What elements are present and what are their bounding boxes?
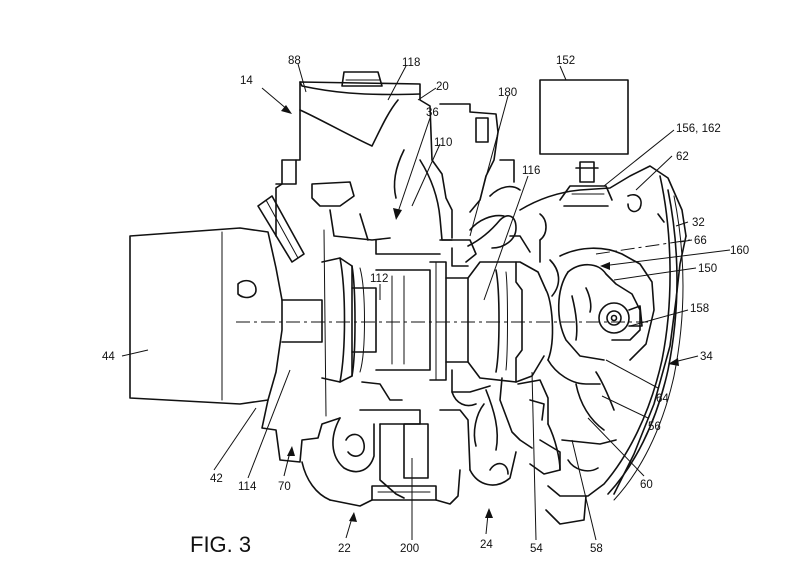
reference-labels: 14 88 118 20 36 110 180 152 156, 162 62 … xyxy=(102,55,749,555)
label-200: 200 xyxy=(400,543,419,555)
compressor-inlet xyxy=(129,195,305,405)
label-160: 160 xyxy=(730,245,749,257)
label-156-162: 156, 162 xyxy=(676,123,721,135)
figure-caption: FIG. 3 xyxy=(190,532,251,557)
turbine-housing xyxy=(519,165,687,525)
label-34: 34 xyxy=(700,351,713,363)
label-60: 60 xyxy=(640,479,653,491)
label-66: 66 xyxy=(694,235,707,247)
label-54: 54 xyxy=(530,543,543,555)
wastegate-assembly xyxy=(557,263,643,361)
label-44: 44 xyxy=(102,351,115,363)
label-118: 118 xyxy=(402,57,420,69)
label-14: 14 xyxy=(240,75,253,87)
label-42: 42 xyxy=(210,473,223,485)
axis-line-66 xyxy=(595,239,691,255)
label-64: 64 xyxy=(656,393,669,405)
label-180: 180 xyxy=(498,87,517,99)
label-158: 158 xyxy=(690,303,709,315)
leader-lines xyxy=(121,63,731,541)
valve-stem-assembly xyxy=(559,161,613,207)
label-20: 20 xyxy=(436,81,449,93)
label-114: 114 xyxy=(238,481,257,493)
label-110: 110 xyxy=(434,137,452,149)
label-70: 70 xyxy=(278,481,291,493)
label-150: 150 xyxy=(698,263,717,275)
label-88: 88 xyxy=(288,55,301,67)
label-24: 24 xyxy=(480,539,493,551)
label-58: 58 xyxy=(590,543,603,555)
turbine-section xyxy=(451,159,561,475)
label-152: 152 xyxy=(556,55,575,67)
label-116: 116 xyxy=(522,165,540,177)
controller-box xyxy=(539,79,629,155)
label-112: 112 xyxy=(370,273,388,285)
label-36: 36 xyxy=(426,107,439,119)
label-22: 22 xyxy=(338,543,351,555)
label-32: 32 xyxy=(692,217,705,229)
label-62: 62 xyxy=(676,151,689,163)
label-56: 56 xyxy=(648,421,661,433)
bearing-housing xyxy=(329,103,517,507)
